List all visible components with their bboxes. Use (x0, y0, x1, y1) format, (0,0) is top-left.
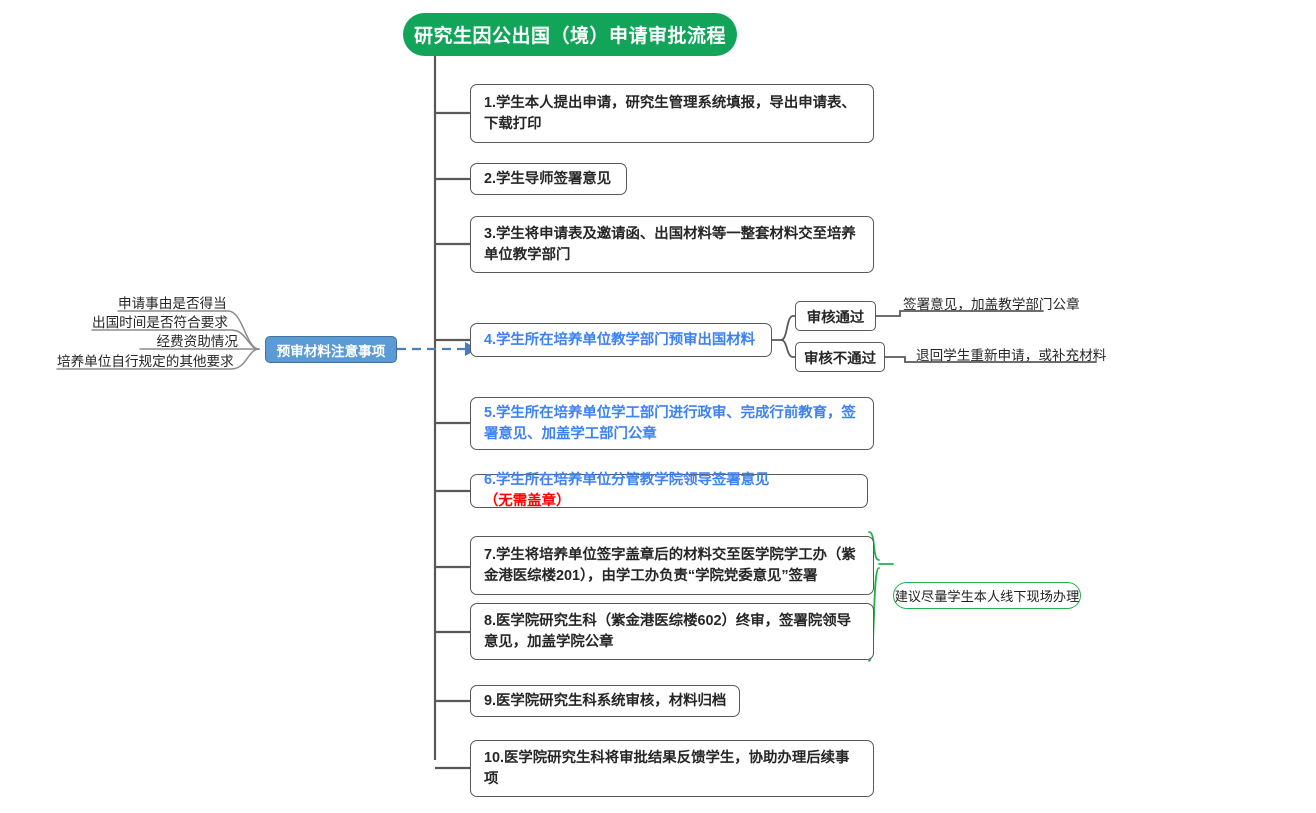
decision-approved-label: 审核通过 (806, 309, 865, 326)
decision-rejected-label: 审核不通过 (804, 350, 876, 367)
step-6-label: 6.学生所在培养单位分管教学院领导签署意见（无需盖章） (484, 472, 770, 509)
step-node-8[interactable]: 8.医学院研究生科（紫金港医综楼602）终审，签署院领导意见，加盖学院公章 (470, 603, 874, 660)
offline-handling-note-label: 建议尽量学生本人线下现场办理 (894, 589, 1080, 604)
step-8-label: 8.医学院研究生科（紫金港医综楼602）终审，签署院领导意见，加盖学院公章 (484, 612, 851, 650)
step-node-9[interactable]: 9.医学院研究生科系统审核，材料归档 (470, 685, 740, 717)
step-4-label: 4.学生所在培养单位教学部门预审出国材料 (484, 331, 756, 348)
prereview-item-4: 培养单位自行规定的其他要求 (57, 354, 234, 369)
step-1-label: 1.学生本人提出申请，研究生管理系统填报，导出申请表、下载打印 (484, 94, 856, 132)
step-node-1[interactable]: 1.学生本人提出申请，研究生管理系统填报，导出申请表、下载打印 (470, 84, 874, 143)
outcome-rejected-label: 退回学生重新申请，或补充材料 (916, 348, 1107, 363)
step-7-label: 7.学生将培养单位签字盖章后的材料交至医学院学工办（紫金港医综楼201），由学工… (484, 546, 856, 584)
step-2-label: 2.学生导师签署意见 (484, 170, 612, 187)
step-9-label: 9.医学院研究生科系统审核，材料归档 (484, 692, 727, 709)
offline-handling-note[interactable]: 建议尽量学生本人线下现场办理 (893, 582, 1081, 609)
step-5-label: 5.学生所在培养单位学工部门进行政审、完成行前教育，签署意见、加盖学工部门公章 (484, 404, 856, 442)
page-title: 研究生因公出国（境）申请审批流程 (413, 26, 726, 47)
step-node-4[interactable]: 4.学生所在培养单位教学部门预审出国材料 (470, 323, 772, 357)
step-node-10[interactable]: 10.医学院研究生科将审批结果反馈学生，协助办理后续事项 (470, 740, 874, 797)
step-node-3[interactable]: 3.学生将申请表及邀请函、出国材料等一整套材料交至培养单位教学部门 (470, 216, 874, 273)
root-title-node[interactable]: 研究生因公出国（境）申请审批流程 (403, 13, 737, 56)
prereview-node[interactable]: 预审材料注意事项 (265, 336, 397, 363)
step-node-2[interactable]: 2.学生导师签署意见 (470, 163, 627, 195)
step-node-7[interactable]: 7.学生将培养单位签字盖章后的材料交至医学院学工办（紫金港医综楼201），由学工… (470, 536, 874, 595)
step-10-label: 10.医学院研究生科将审批结果反馈学生，协助办理后续事项 (484, 749, 850, 787)
prereview-item-1: 申请事由是否得当 (118, 296, 227, 311)
decision-node-approved[interactable]: 审核通过 (795, 301, 876, 331)
step-6-no-seal-note: （无需盖章） (484, 493, 571, 509)
outcome-approved-label: 签署意见，加盖教学部门公章 (903, 297, 1080, 312)
prereview-item-2: 出国时间是否符合要求 (92, 315, 228, 330)
decision-node-rejected[interactable]: 审核不通过 (795, 342, 885, 372)
step-node-5[interactable]: 5.学生所在培养单位学工部门进行政审、完成行前教育，签署意见、加盖学工部门公章 (470, 397, 874, 450)
prereview-title: 预审材料注意事项 (276, 343, 386, 359)
step-3-label: 3.学生将申请表及邀请函、出国材料等一整套材料交至培养单位教学部门 (484, 225, 856, 263)
prereview-item-3: 经费资助情况 (156, 334, 238, 349)
step-node-6[interactable]: 6.学生所在培养单位分管教学院领导签署意见（无需盖章） (470, 472, 868, 509)
